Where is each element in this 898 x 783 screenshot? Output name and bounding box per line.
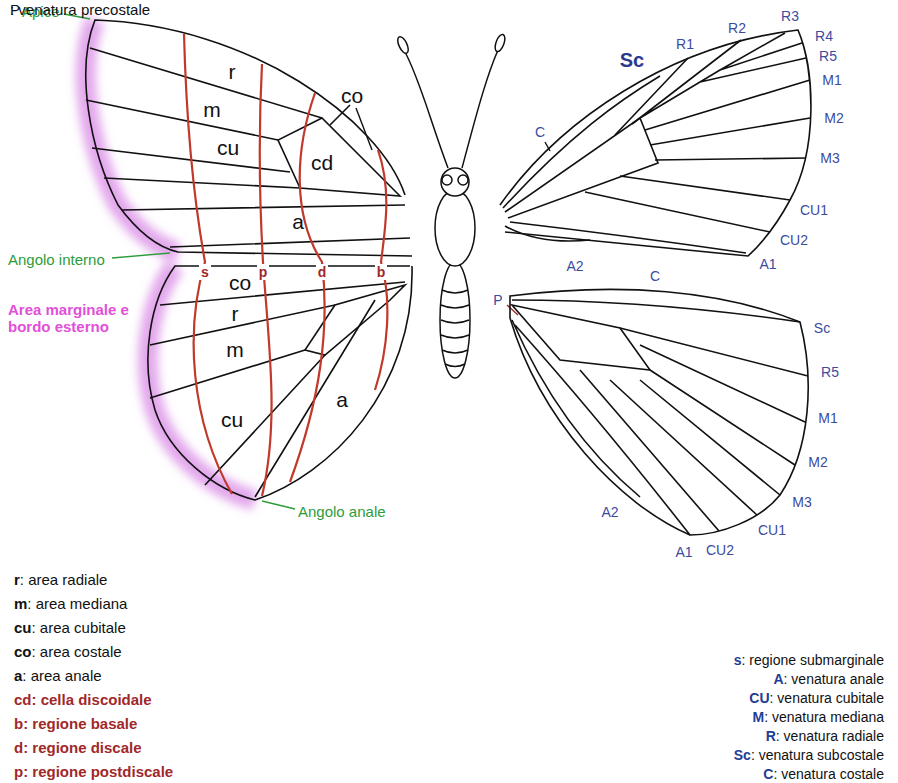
legend-text: : venatura anale (784, 671, 884, 687)
legend-key: C (763, 766, 773, 782)
area-label: a (292, 210, 304, 234)
vein-label: M1 (818, 410, 837, 426)
region-label: p (257, 264, 270, 280)
vein-label: R4 (815, 28, 833, 44)
vein-label: R1 (676, 36, 694, 52)
vein-label: R3 (781, 8, 799, 24)
legend-text: : venatura subcostale (751, 747, 884, 763)
legend-key: co (14, 643, 32, 660)
legend-key: R (766, 728, 776, 744)
vein-label: A2 (566, 258, 583, 274)
area-label: m (203, 98, 221, 122)
butterfly-body (396, 33, 507, 378)
legend-text: : regione submarginale (742, 652, 884, 668)
legend-key: A (773, 671, 783, 687)
vein-label: A2 (601, 504, 618, 520)
legend-text: : venatura cubitale (770, 690, 884, 706)
legend-key: Sc (734, 747, 751, 763)
vein-label: P (493, 292, 502, 308)
right-hindwing (510, 289, 808, 535)
region-label: d (316, 264, 329, 280)
legend-text: : venatura precostale (10, 1, 150, 18)
vein-label: M2 (808, 454, 827, 470)
area-label: co (229, 271, 251, 295)
region-label: b (375, 264, 388, 280)
area-callout: Area marginale e bordo esterno (8, 301, 143, 336)
vein-label: CU1 (800, 202, 828, 218)
marginal-area-shading (86, 20, 255, 500)
callout-label: Angolo anale (298, 503, 386, 520)
vein-label: A1 (759, 256, 776, 272)
legend-key: cu (14, 619, 32, 636)
region-boundaries (184, 34, 387, 496)
vein-label: M2 (824, 110, 843, 126)
legend-text: : venatura mediana (764, 709, 884, 725)
left-hindwing (148, 266, 412, 500)
vein-label: A1 (675, 544, 692, 560)
area-label: r (229, 60, 236, 84)
legend-text: : cella discoidale (32, 691, 152, 708)
legend-text: : venatura costale (773, 766, 884, 782)
area-label: cu (217, 136, 239, 160)
vein-label: M3 (792, 494, 811, 510)
legend-key: p (14, 763, 23, 780)
vein-label: C (535, 124, 545, 140)
vein-label: R5 (819, 48, 837, 64)
legend-text: : area cubitale (32, 619, 126, 636)
legend-key: d (14, 739, 23, 756)
region-label: s (199, 264, 211, 280)
area-label: r (232, 302, 239, 326)
vein-label: M1 (822, 72, 841, 88)
legend-key: m (14, 595, 27, 612)
legend-key: CU (749, 690, 769, 706)
right-forewing (500, 30, 811, 256)
vein-label: M3 (820, 150, 839, 166)
vein-label: Sc (620, 49, 644, 72)
vein-label: C (650, 268, 660, 284)
legend-text: : area mediana (27, 595, 127, 612)
legend-key: a (14, 667, 22, 684)
legend-key: r (14, 571, 20, 588)
area-label: cu (221, 408, 243, 432)
legend-text: : venatura radiale (776, 728, 884, 744)
legend-text: : area anale (22, 667, 101, 684)
legend-text: : area radiale (20, 571, 108, 588)
vein-label: CU2 (706, 542, 734, 558)
legend-text: : regione basale (23, 715, 137, 732)
legend-key: s (734, 652, 742, 668)
vein-label: CU1 (758, 522, 786, 538)
callout-label: Angolo interno (8, 251, 105, 268)
legend-key: b (14, 715, 23, 732)
left-forewing (86, 20, 412, 256)
legend-key: cd (14, 691, 32, 708)
legend-key: M (752, 709, 764, 725)
vein-label: R5 (821, 364, 839, 380)
area-label: cd (311, 151, 333, 175)
legend-text: : regione postdiscale (23, 763, 173, 780)
area-label: co (341, 84, 363, 108)
legend-text: : regione discale (23, 739, 141, 756)
area-label: a (336, 388, 348, 412)
vein-label: Sc (814, 320, 830, 336)
leader-lines (64, 14, 550, 509)
vein-label: R2 (728, 20, 746, 36)
area-label: m (226, 338, 244, 362)
legend-text: : area costale (32, 643, 122, 660)
vein-label: CU2 (780, 232, 808, 248)
